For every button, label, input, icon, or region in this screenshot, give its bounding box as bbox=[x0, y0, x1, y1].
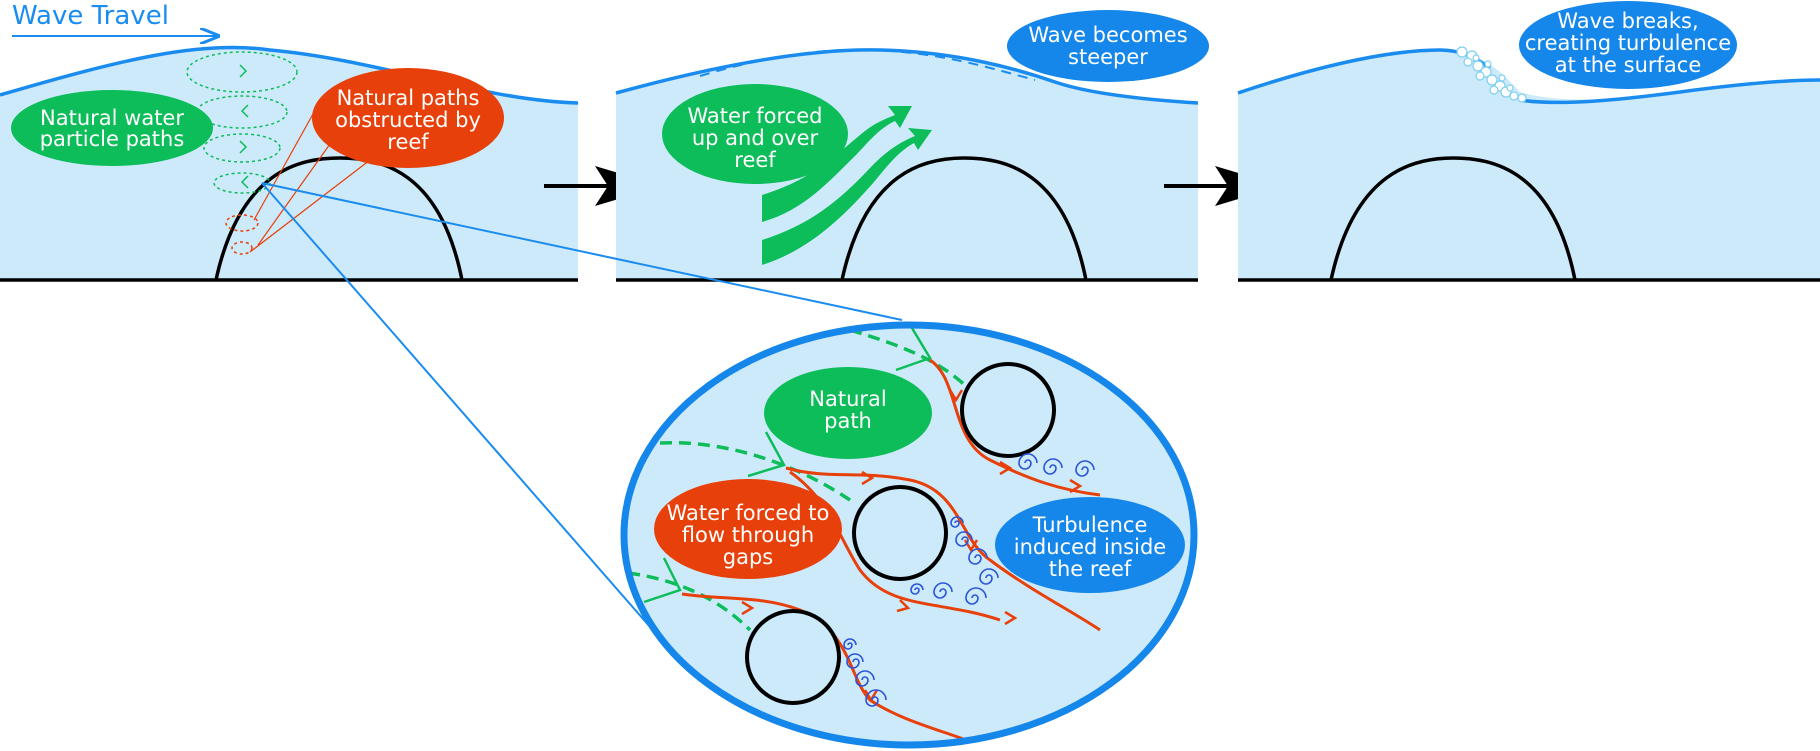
orbit-path bbox=[186, 51, 298, 93]
reef-rock bbox=[960, 362, 1056, 458]
orbit-path-obstructed bbox=[225, 214, 259, 232]
surface-turbulence-bubbles bbox=[1456, 46, 1527, 103]
svg-text:Natural water: Natural water bbox=[40, 106, 184, 130]
up-flow-arrow-icon bbox=[762, 106, 912, 222]
orbit-direction-arrows bbox=[239, 64, 249, 189]
page-title: Wave Travel bbox=[12, 1, 169, 31]
svg-text:Wave becomes: Wave becomes bbox=[1028, 23, 1187, 47]
natural-path-arrowheads bbox=[643, 327, 932, 604]
svg-text:creating turbulence: creating turbulence bbox=[1525, 31, 1731, 55]
svg-text:induced inside: induced inside bbox=[1014, 535, 1166, 559]
reef-rock bbox=[745, 609, 841, 705]
svg-text:the reef: the reef bbox=[1049, 557, 1132, 581]
reef-rocks bbox=[745, 362, 1056, 705]
natural-path-label: Natural path bbox=[764, 367, 932, 459]
svg-text:Water forced to: Water forced to bbox=[667, 501, 830, 525]
natural-paths-label: Natural water particle paths bbox=[11, 90, 213, 166]
svg-text:gaps: gaps bbox=[723, 545, 773, 569]
zoom-leader-lines bbox=[261, 182, 903, 637]
svg-text:at the surface: at the surface bbox=[1555, 53, 1702, 77]
wave-travel-header: Wave Travel bbox=[12, 1, 218, 36]
svg-text:flow through: flow through bbox=[682, 523, 814, 547]
wave-surface-line bbox=[615, 48, 1199, 105]
svg-text:steeper: steeper bbox=[1068, 45, 1148, 69]
reef-zoom-inset: Natural path Water forced to flow throug… bbox=[620, 321, 1198, 749]
panel-3-wave-breaks: Wave breaks, creating turbulence at the … bbox=[1237, 1, 1820, 282]
through-gaps-label: Water forced to flow through gaps bbox=[654, 479, 842, 579]
orbit-path bbox=[213, 172, 271, 194]
breaks-label: Wave breaks, creating turbulence at the … bbox=[1519, 1, 1737, 89]
obstructed-label: Natural paths obstructed by reef bbox=[312, 68, 504, 168]
panel-2-forced-over: Water forced up and over reef Wave becom… bbox=[615, 10, 1209, 282]
svg-text:particle paths: particle paths bbox=[40, 127, 185, 151]
forced-flow-arrows bbox=[762, 106, 932, 265]
svg-text:reef: reef bbox=[387, 130, 429, 154]
previous-wave-outline bbox=[699, 48, 1036, 81]
particle-orbits bbox=[186, 51, 298, 255]
obstructed-leader-lines bbox=[249, 104, 371, 253]
reef-outline bbox=[1329, 156, 1577, 281]
natural-path-dashed bbox=[627, 328, 972, 632]
water-body bbox=[1238, 50, 1820, 280]
zoom-frame bbox=[620, 321, 1198, 749]
svg-text:obstructed by: obstructed by bbox=[335, 108, 481, 132]
svg-text:Wave breaks,: Wave breaks, bbox=[1557, 9, 1698, 33]
forced-up-label: Water forced up and over reef bbox=[662, 84, 848, 184]
steeper-label: Wave becomes steeper bbox=[1007, 10, 1209, 82]
zoom-content bbox=[627, 327, 1101, 742]
reef-outline bbox=[214, 156, 464, 281]
orbit-path-obstructed bbox=[231, 241, 253, 255]
svg-text:reef: reef bbox=[734, 148, 776, 172]
orbit-path bbox=[196, 95, 288, 129]
orbit-path bbox=[203, 133, 281, 163]
svg-text:Water forced: Water forced bbox=[688, 104, 823, 128]
turbulence-label: Turbulence induced inside the reef bbox=[995, 497, 1185, 593]
svg-text:path: path bbox=[824, 409, 872, 433]
forced-flow-arrowheads bbox=[741, 389, 1083, 703]
svg-text:Natural: Natural bbox=[809, 387, 886, 411]
up-flow-arrow-icon bbox=[762, 128, 932, 265]
reef-rock bbox=[852, 485, 948, 581]
turbulence-swirl-icon bbox=[843, 453, 1095, 707]
svg-text:up and over: up and over bbox=[692, 126, 819, 150]
svg-text:Natural paths: Natural paths bbox=[337, 86, 480, 110]
svg-text:Turbulence: Turbulence bbox=[1032, 513, 1148, 537]
panel-1-natural-paths: Natural water particle paths Natural pat… bbox=[0, 45, 579, 282]
reef-outline bbox=[840, 156, 1088, 281]
